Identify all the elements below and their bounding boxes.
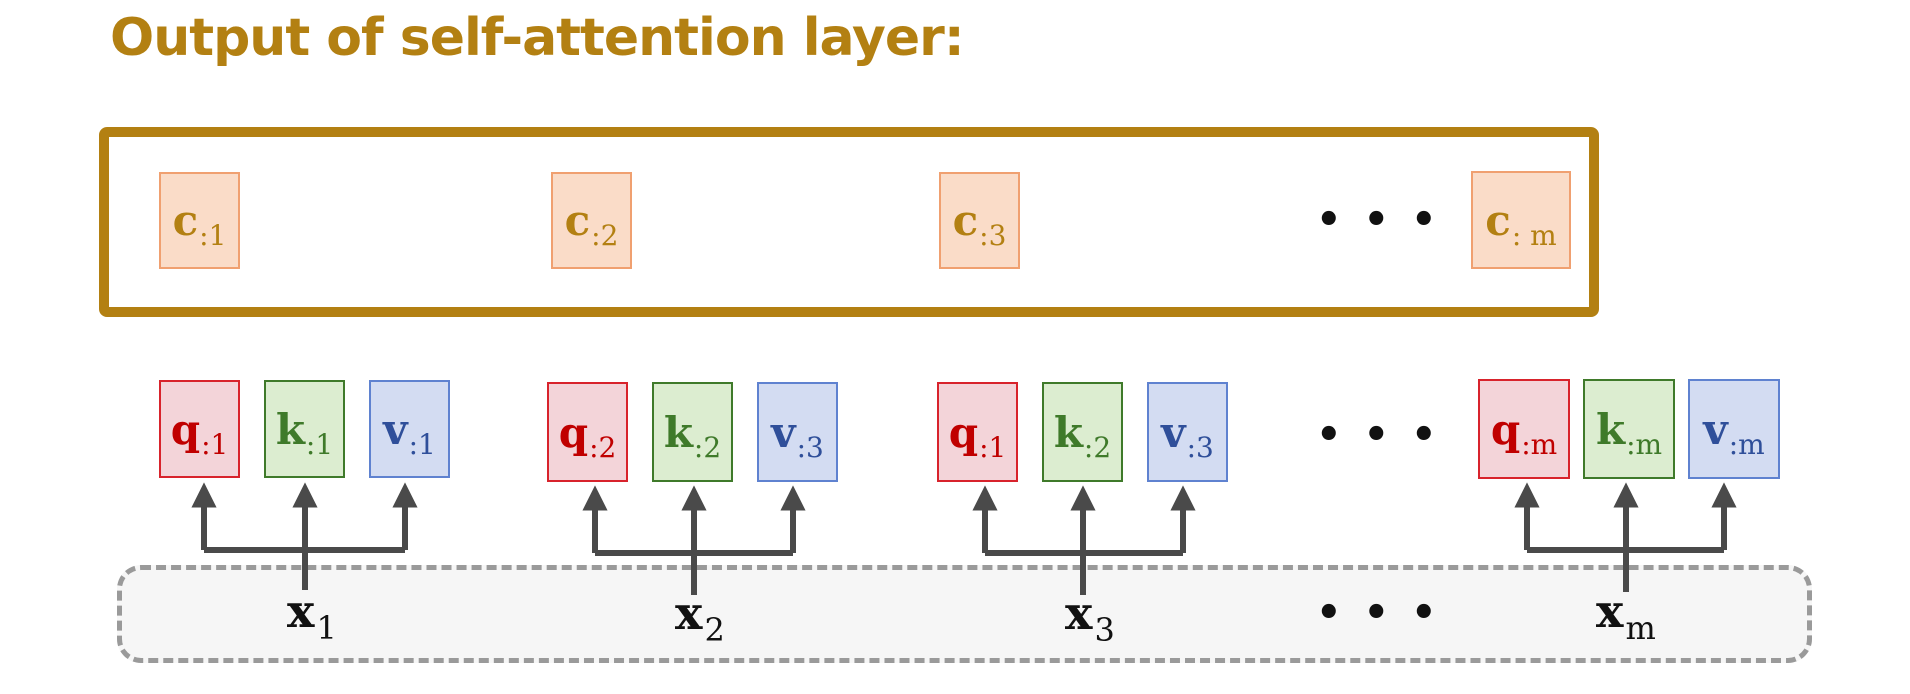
query-box: q:m [1478,379,1570,479]
key-subscript: :2 [693,430,722,464]
key-box: k:1 [264,380,345,478]
value-subscript: :m [1728,427,1765,461]
input-x-subscript: 1 [316,609,337,647]
output-ellipsis: • • • [1316,197,1441,243]
output-layer-frame [99,127,1599,317]
output-c-box: c:3 [939,172,1020,269]
value-letter: v [1161,407,1186,457]
key-box: k:2 [1042,382,1123,482]
value-box: v:3 [1147,382,1228,482]
value-letter: v [383,404,408,454]
output-c-box: c: m [1471,171,1571,269]
query-subscript: :1 [979,430,1007,464]
query-box: q:1 [159,380,240,478]
query-subscript: :1 [201,427,229,461]
input-x-subscript: 2 [704,611,725,649]
key-letter: k [663,407,693,457]
input-x-letter: x [1065,586,1093,640]
query-subscript: :m [1521,427,1558,461]
output-c-subscript: : m [1511,218,1557,252]
input-x-letter: x [675,586,703,640]
value-subscript: :3 [1186,430,1214,464]
input-x-letter: x [1596,584,1624,638]
key-subscript: :1 [305,427,334,461]
output-c-subscript: :3 [979,219,1007,252]
key-box: k:2 [652,382,733,482]
input-sequence-band [117,565,1812,663]
value-box: v:1 [369,380,450,478]
diagram-title: Output of self-attention layer: [110,8,965,68]
value-letter: v [1703,404,1728,454]
key-subscript: :m [1626,427,1663,461]
query-box: q:2 [547,382,628,482]
input-x-letter: x [287,584,315,638]
output-c-box: c:2 [551,172,632,269]
value-letter: v [771,407,796,457]
query-letter: q [170,404,201,454]
output-c-letter: c [564,196,591,245]
key-box: k:m [1583,379,1675,479]
value-subscript: :3 [796,430,824,464]
output-c-box: c:1 [159,172,240,269]
output-c-letter: c [952,196,979,245]
value-box: v:3 [757,382,838,482]
output-c-letter: c [172,196,199,245]
key-letter: k [1053,407,1083,457]
key-letter: k [275,404,305,454]
qkv-ellipsis: • • • [1316,412,1441,458]
query-box: q:1 [937,382,1018,482]
query-letter: q [948,407,979,457]
input-x-subscript: 3 [1094,611,1115,649]
value-box: v:m [1688,379,1780,479]
query-letter: q [558,407,589,457]
key-letter: k [1595,404,1626,454]
query-subscript: :2 [589,430,617,464]
value-subscript: :1 [408,427,436,461]
output-c-subscript: :1 [199,219,227,252]
input-x-subscript: m [1625,609,1656,647]
input-ellipsis: • • • [1316,590,1441,636]
output-c-letter: c [1485,195,1511,245]
key-subscript: :2 [1083,430,1112,464]
output-c-subscript: :2 [591,219,619,252]
query-letter: q [1490,404,1521,454]
